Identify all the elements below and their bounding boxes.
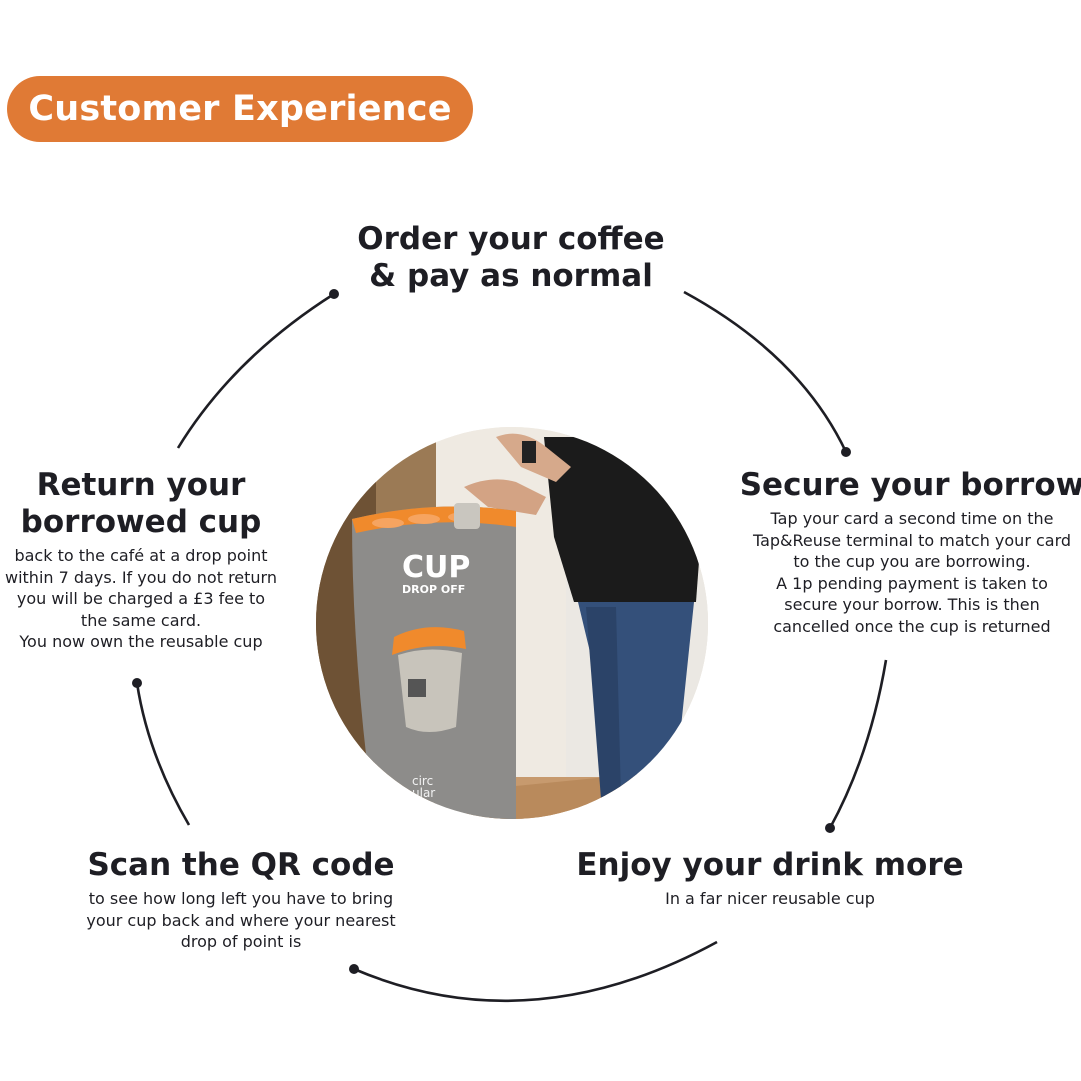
step-enjoy: Enjoy your drink more In a far nicer reu… bbox=[570, 847, 970, 910]
cup-drop-off-photo: CUP DROP OFF circ ular &co. bbox=[316, 427, 708, 819]
arc-enjoy-to-scan bbox=[353, 940, 718, 1002]
customer-experience-badge: Customer Experience bbox=[7, 76, 473, 142]
step-return-body-line: You now own the reusable cup bbox=[19, 632, 263, 651]
arc-order-to-secure bbox=[683, 290, 848, 453]
step-return-body-line: back to the café at a drop point bbox=[14, 546, 268, 565]
arc-order-to-return bbox=[176, 292, 335, 449]
step-scan-body-line: drop of point is bbox=[180, 932, 302, 951]
step-return: Return your borrowed cup back to the caf… bbox=[0, 467, 282, 653]
step-enjoy-body: In a far nicer reusable cup bbox=[570, 888, 970, 910]
step-enjoy-title: Enjoy your drink more bbox=[576, 847, 964, 883]
bin-sublabel: DROP OFF bbox=[402, 583, 465, 596]
bin-logo-line: circ bbox=[412, 774, 433, 788]
arc-dot bbox=[132, 678, 142, 688]
arc-dot bbox=[825, 823, 835, 833]
photo-illustration: CUP DROP OFF circ ular &co. bbox=[316, 427, 708, 819]
step-secure-body-line: secure your borrow. This is then bbox=[784, 595, 1040, 614]
step-order-title: Order your coffee & pay as normal bbox=[330, 221, 692, 295]
step-enjoy-body-line: In a far nicer reusable cup bbox=[665, 889, 875, 908]
step-scan-body-line: to see how long left you have to bring bbox=[88, 889, 394, 908]
step-scan-title: Scan the QR code bbox=[87, 847, 395, 883]
step-secure-body-line: cancelled once the cup is returned bbox=[773, 616, 1051, 636]
arc-dot bbox=[841, 447, 851, 457]
step-return-title-line: borrowed cup bbox=[20, 504, 262, 540]
badge-title: Customer Experience bbox=[28, 89, 452, 129]
step-secure-body-line: A 1p pending payment is taken to bbox=[776, 573, 1048, 593]
step-secure: Secure your borrow Tap your card a secon… bbox=[738, 467, 1081, 637]
step-order-title-line: Order your coffee bbox=[357, 221, 665, 257]
step-secure-body-line: Tap&Reuse terminal to match your card bbox=[752, 530, 1072, 550]
arc-dot bbox=[329, 289, 339, 299]
step-secure-body: Tap your card a second time on the Tap&R… bbox=[738, 508, 1081, 637]
step-secure-body-line: Tap your card a second time on the bbox=[770, 509, 1054, 528]
step-return-body-line: you will be charged a £3 fee to bbox=[16, 589, 266, 608]
arc-dot bbox=[349, 964, 359, 974]
step-order: Order your coffee & pay as normal bbox=[330, 221, 692, 295]
step-scan-body-line: your cup back and where your nearest bbox=[86, 910, 396, 930]
step-secure-body-line: to the cup you are borrowing. bbox=[793, 552, 1031, 571]
bin-label: CUP bbox=[402, 550, 470, 585]
step-return-title: Return your borrowed cup bbox=[0, 467, 282, 541]
step-return-body-line: within 7 days. If you do not return bbox=[5, 567, 277, 587]
step-secure-title: Secure your borrow bbox=[739, 467, 1081, 503]
arc-scan-to-return bbox=[135, 682, 191, 826]
step-return-title-line: Return your bbox=[36, 467, 246, 503]
step-scan: Scan the QR code to see how long left yo… bbox=[60, 847, 422, 953]
arc-secure-to-enjoy bbox=[828, 659, 888, 829]
step-order-title-line: & pay as normal bbox=[369, 258, 653, 294]
step-scan-body: to see how long left you have to bring y… bbox=[60, 888, 422, 953]
step-return-body-line: the same card. bbox=[80, 610, 202, 630]
step-return-body: back to the café at a drop point within … bbox=[0, 545, 282, 653]
